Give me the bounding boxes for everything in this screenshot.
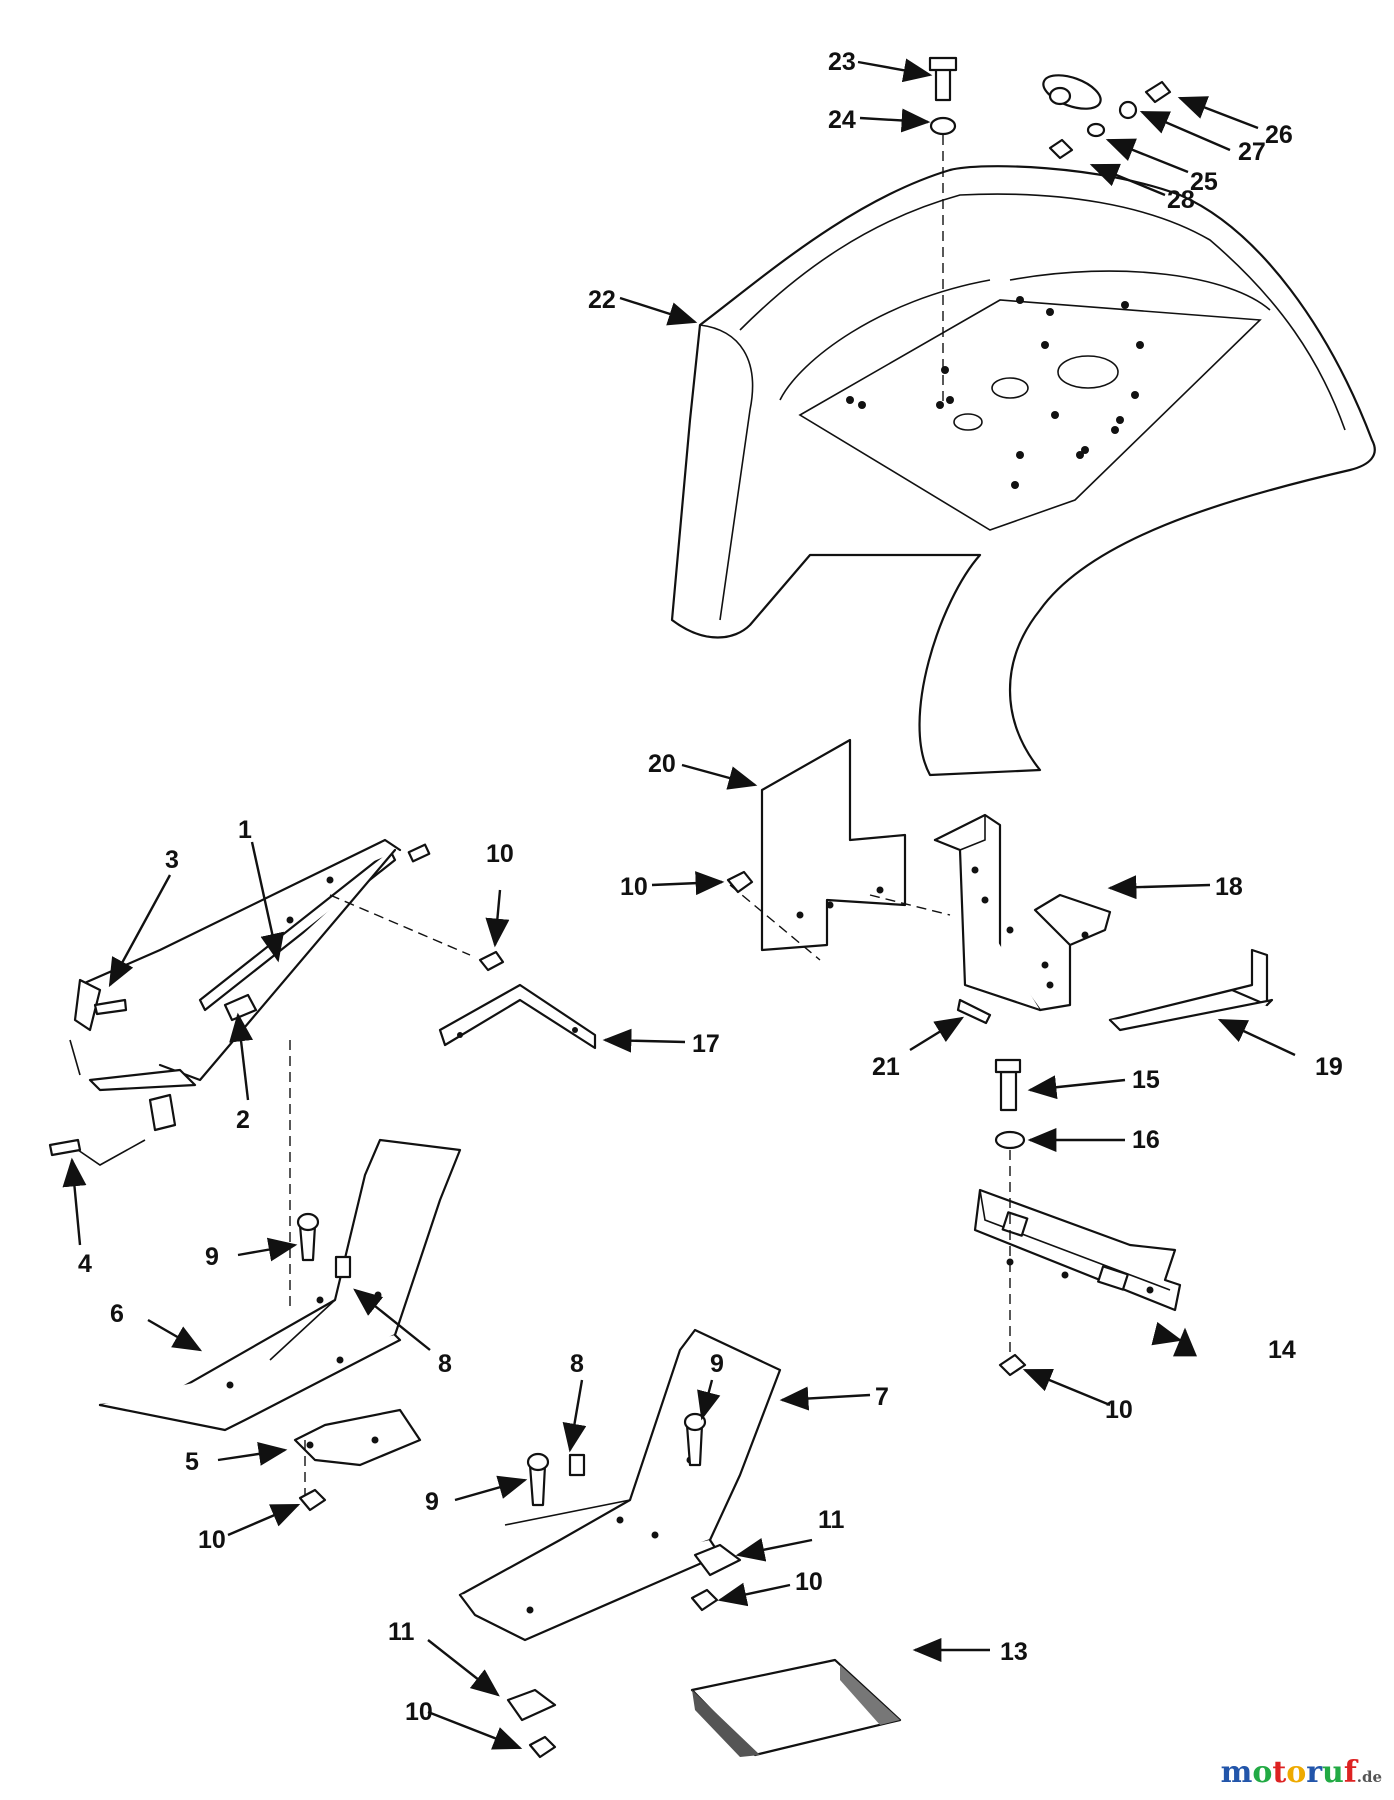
bracket-part-14	[973, 1150, 1182, 1360]
bracket-part-20	[729, 738, 951, 961]
fender-part-22	[670, 135, 1376, 777]
callout-10: 10	[198, 1526, 226, 1554]
callout-10: 10	[405, 1698, 433, 1726]
watermark-logo: motoruf.de	[1221, 1755, 1382, 1790]
callout-16: 16	[1132, 1126, 1160, 1154]
callout-26: 26	[1265, 121, 1293, 149]
callout-21: 21	[872, 1053, 900, 1081]
hardware-23-28	[928, 56, 1172, 160]
nut-icon	[998, 1353, 1027, 1377]
callout-2: 2	[236, 1106, 250, 1134]
callout-19: 19	[1315, 1053, 1343, 1081]
callout-10: 10	[795, 1568, 823, 1596]
callout-22: 22	[588, 286, 616, 314]
callout-9: 9	[425, 1488, 439, 1516]
callout-1: 1	[238, 816, 252, 844]
callout-10: 10	[1105, 1396, 1133, 1424]
callout-24: 24	[828, 106, 856, 134]
callout-7: 7	[875, 1383, 889, 1411]
watermark-brand: motoruf	[1220, 1755, 1357, 1790]
decal-part-13	[690, 1658, 902, 1757]
callout-17: 17	[692, 1030, 720, 1058]
clip-part-11	[506, 1688, 557, 1722]
nut-icon	[478, 950, 505, 972]
screw-part-3	[93, 998, 128, 1016]
callout-10: 10	[620, 873, 648, 901]
nut-icon	[298, 1488, 327, 1512]
callout-14: 14	[1268, 1336, 1296, 1364]
channel-part-19	[1108, 948, 1274, 1032]
lever-part-1	[69, 838, 471, 1310]
callout-18: 18	[1215, 873, 1243, 901]
nut-icon	[528, 1735, 557, 1759]
bolt-icon	[956, 998, 992, 1025]
bolt-part-15	[994, 1058, 1022, 1112]
callout-9: 9	[710, 1350, 724, 1378]
footrest-part-6	[98, 1138, 462, 1432]
watermark-tld: .de	[1356, 1768, 1382, 1786]
callout-28: 28	[1167, 186, 1195, 214]
callout-8: 8	[438, 1350, 452, 1378]
leader-arrows	[62, 58, 1296, 1750]
callout-13: 13	[1000, 1638, 1028, 1666]
bracket-part-5	[293, 1408, 422, 1467]
callout-15: 15	[1132, 1066, 1160, 1094]
screw-part-4	[48, 1138, 82, 1157]
callout-11: 11	[818, 1506, 845, 1534]
callout-4: 4	[78, 1250, 92, 1278]
bracket-part-17	[438, 983, 597, 1050]
nut-icon	[690, 1588, 719, 1612]
callout-8: 8	[570, 1350, 584, 1378]
callout-20: 20	[648, 750, 676, 778]
callout-27: 27	[1238, 138, 1266, 166]
bracket-part-18	[933, 813, 1112, 1012]
washer-part-16	[994, 1130, 1026, 1150]
callout-labels: 1 2 3 4 5 6 7 8 8 9 9 9 10 10 10 10 10 1…	[78, 48, 1343, 1726]
callout-23: 23	[828, 48, 856, 76]
callout-11: 11	[388, 1618, 415, 1646]
callout-10: 10	[486, 840, 514, 868]
callout-5: 5	[185, 1448, 199, 1476]
callout-6: 6	[110, 1300, 124, 1328]
callout-3: 3	[165, 846, 179, 874]
callout-25: 25	[1190, 168, 1218, 196]
nut-icon	[726, 870, 754, 894]
callout-9: 9	[205, 1243, 219, 1271]
